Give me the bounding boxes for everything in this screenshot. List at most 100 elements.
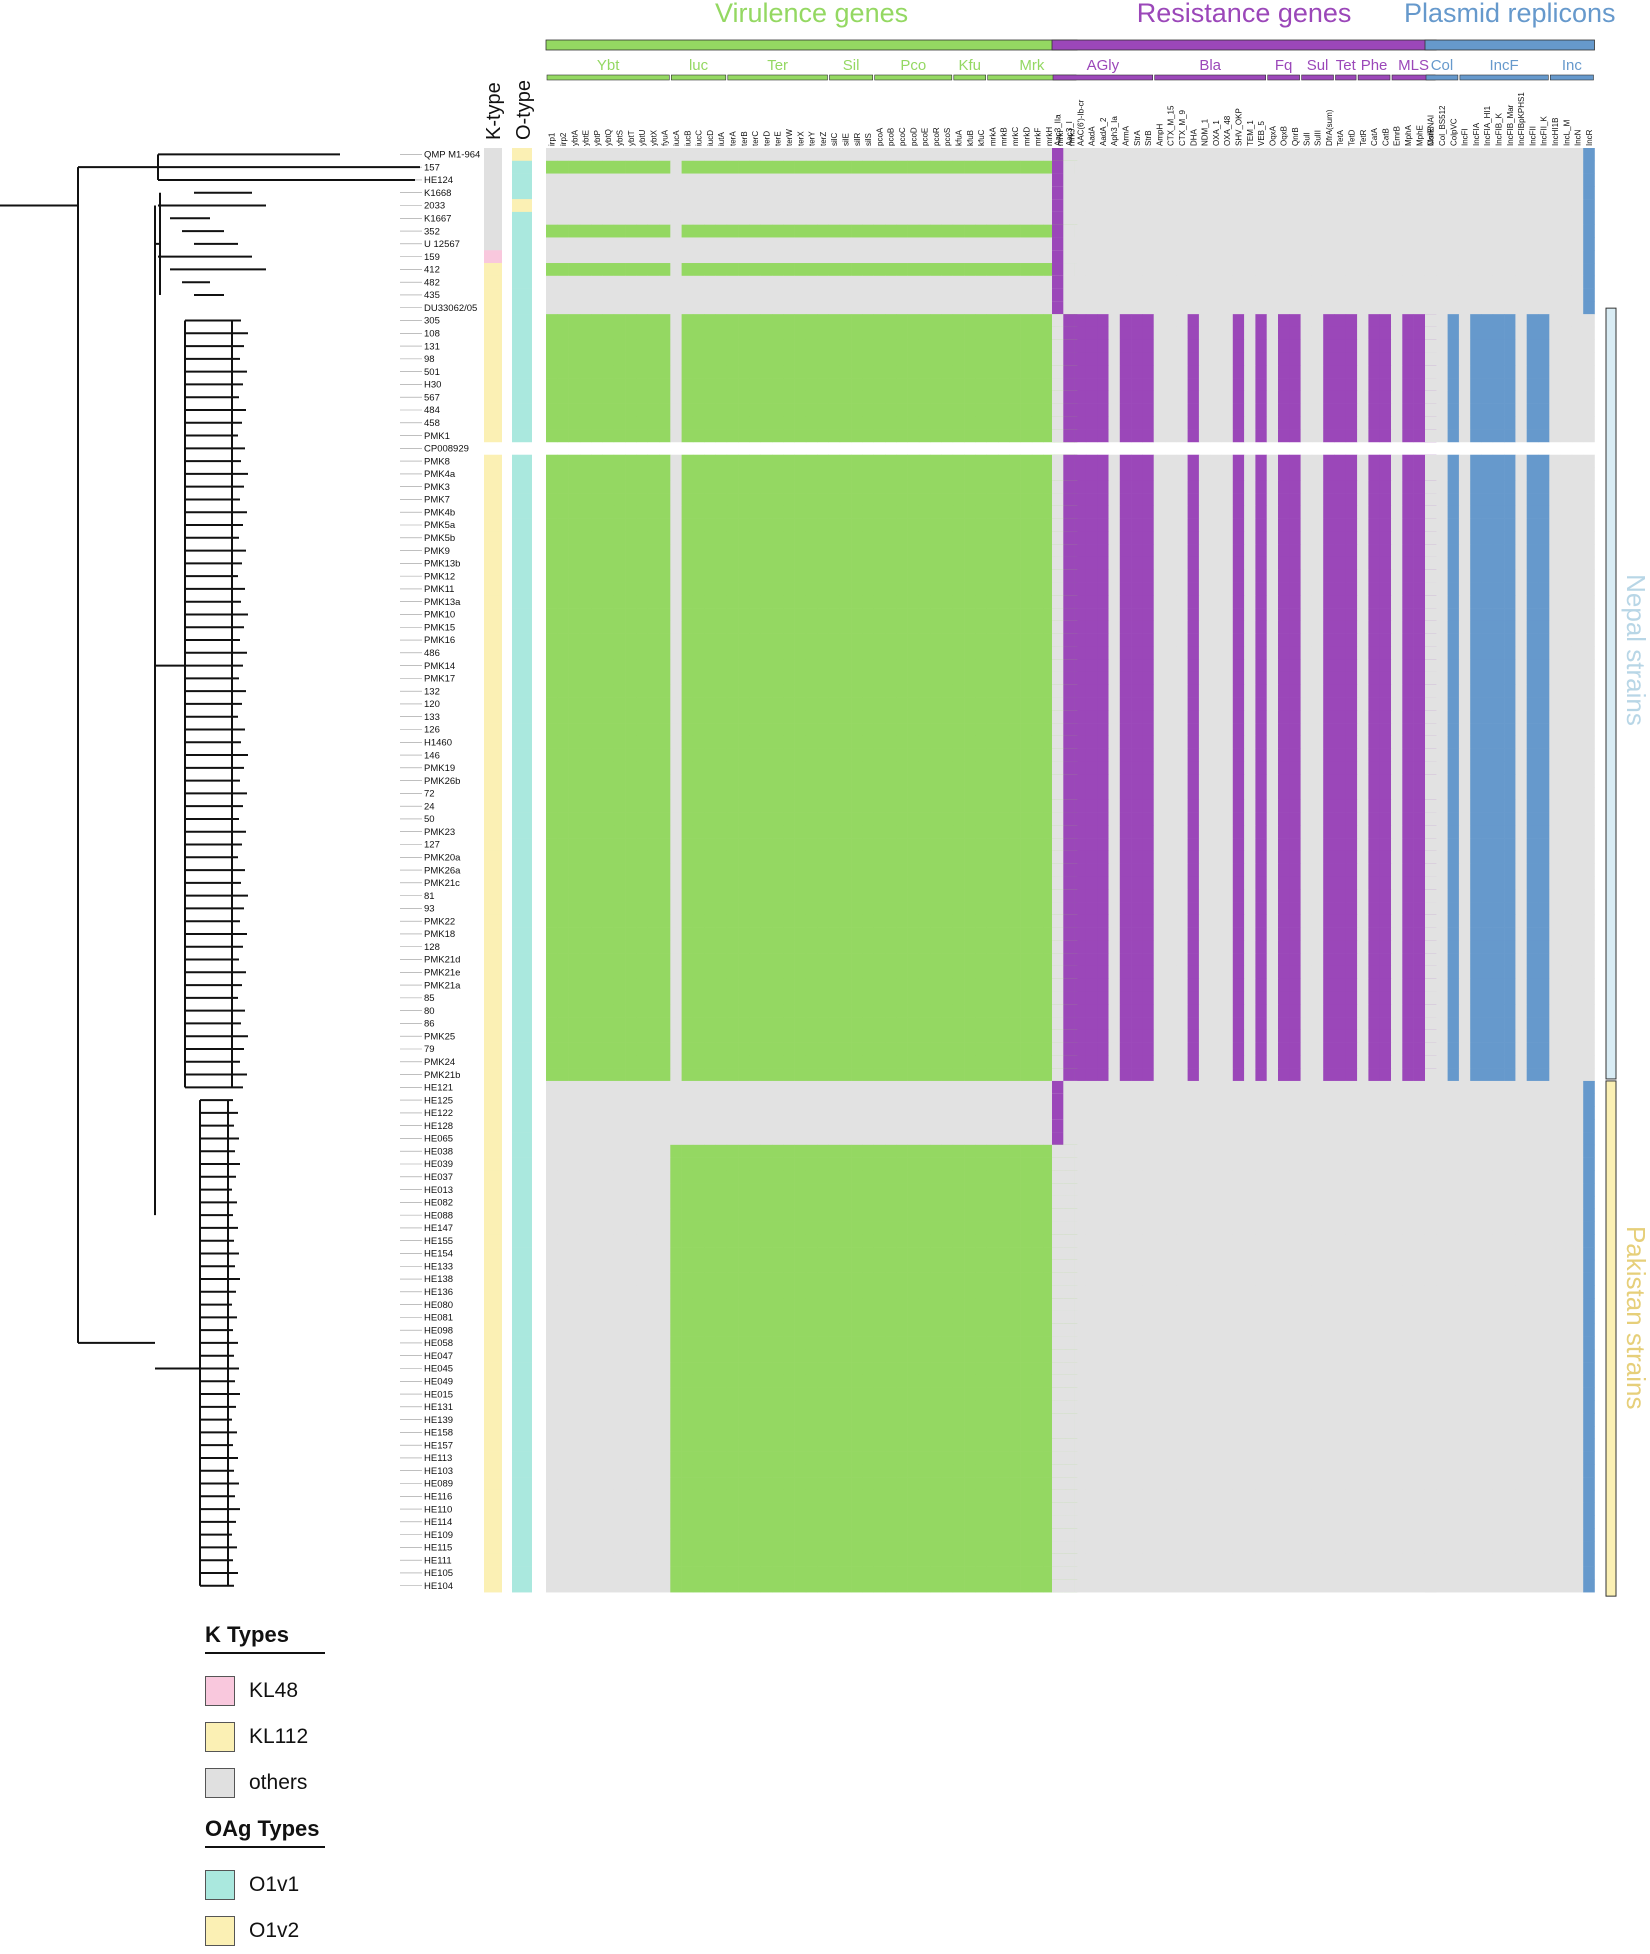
virulence-present-cell (885, 161, 897, 174)
virulence-present-cell (659, 519, 671, 532)
virulence-present-cell (569, 570, 581, 583)
strain-row (546, 416, 1595, 429)
plasmid-present-cell (1504, 544, 1516, 557)
virulence-present-cell (648, 327, 660, 340)
virulence-present-cell (862, 468, 874, 481)
absent-cell (1109, 506, 1121, 519)
absent-cell (1583, 787, 1595, 800)
virulence-present-cell (874, 493, 886, 506)
absent-cell (1561, 544, 1573, 557)
absent-cell (987, 148, 999, 161)
absent-cell (1109, 531, 1121, 544)
resistance-present-cell (1120, 493, 1132, 506)
absent-cell (1289, 225, 1301, 238)
resistance-present-cell (1346, 634, 1358, 647)
virulence-present-cell (569, 263, 581, 276)
absent-cell (1515, 749, 1527, 762)
absent-cell (1312, 416, 1324, 429)
virulence-present-cell (783, 416, 795, 429)
absent-cell (1425, 174, 1437, 187)
plasmid-present-cell (1538, 659, 1550, 672)
resistance-present-cell (1414, 480, 1426, 493)
virulence-present-cell (942, 531, 954, 544)
plasmid-present-cell (1482, 761, 1494, 774)
resistance-present-cell (1131, 468, 1143, 481)
virulence-present-cell (942, 608, 954, 621)
absent-cell (908, 174, 920, 187)
virulence-present-cell (795, 749, 807, 762)
resistance-present-cell (1380, 557, 1392, 570)
absent-cell (569, 186, 581, 199)
virulence-present-cell (614, 493, 626, 506)
resistance-present-cell (1086, 646, 1098, 659)
resistance-present-cell (1188, 455, 1200, 468)
absent-cell (1357, 787, 1369, 800)
plasmid-present-cell (1470, 455, 1482, 468)
resistance-present-cell (1120, 468, 1132, 481)
resistance-present-cell (1052, 212, 1064, 225)
resistance-present-cell (1278, 761, 1290, 774)
virulence-present-cell (919, 161, 931, 174)
virulence-present-cell (546, 519, 558, 532)
absent-cell (670, 557, 682, 570)
virulence-present-cell (840, 429, 852, 442)
virulence-present-cell (1021, 480, 1033, 493)
absent-cell (1368, 225, 1380, 238)
virulence-present-cell (851, 583, 863, 596)
virulence-present-cell (908, 761, 920, 774)
virulence-present-cell (727, 429, 739, 442)
virulence-present-cell (693, 378, 705, 391)
absent-cell (1267, 301, 1279, 314)
virulence-present-cell (829, 634, 841, 647)
plasmid-present-cell (1504, 608, 1516, 621)
virulence-present-cell (682, 634, 694, 647)
absent-cell (1301, 161, 1313, 174)
virulence-present-cell (795, 340, 807, 353)
plasmid-present-cell (1482, 416, 1494, 429)
absent-cell (1391, 570, 1403, 583)
absent-cell (1504, 174, 1516, 187)
virulence-present-cell (896, 723, 908, 736)
absent-cell (1459, 506, 1471, 519)
absent-cell (1109, 391, 1121, 404)
virulence-present-cell (862, 455, 874, 468)
virulence-present-cell (749, 749, 761, 762)
virulence-present-cell (862, 813, 874, 826)
resistance-present-cell (1278, 480, 1290, 493)
absent-cell (1154, 237, 1166, 250)
virulence-present-cell (829, 493, 841, 506)
absent-cell (1572, 327, 1584, 340)
resistance-present-cell (1402, 480, 1414, 493)
absent-cell (659, 276, 671, 289)
resistance-present-cell (1120, 583, 1132, 596)
virulence-present-cell (851, 813, 863, 826)
virulence-present-cell (908, 493, 920, 506)
absent-cell (1357, 148, 1369, 161)
absent-cell (1312, 340, 1324, 353)
absent-cell (682, 276, 694, 289)
virulence-present-cell (557, 698, 569, 711)
absent-cell (1233, 225, 1245, 238)
virulence-present-cell (557, 161, 569, 174)
absent-cell (1459, 340, 1471, 353)
absent-cell (1515, 774, 1527, 787)
virulence-present-cell (862, 621, 874, 634)
virulence-present-cell (783, 327, 795, 340)
virulence-present-cell (862, 544, 874, 557)
virulence-present-cell (987, 774, 999, 787)
absent-cell (1222, 429, 1234, 442)
strain-row (546, 761, 1595, 774)
absent-cell (1583, 468, 1595, 481)
resistance-present-cell (1233, 621, 1245, 634)
absent-cell (1154, 404, 1166, 417)
virulence-present-cell (795, 685, 807, 698)
virulence-present-cell (704, 672, 716, 685)
virulence-present-cell (874, 480, 886, 493)
virulence-present-cell (942, 519, 954, 532)
virulence-present-cell (659, 352, 671, 365)
virulence-present-cell (987, 544, 999, 557)
virulence-present-cell (693, 506, 705, 519)
virulence-present-cell (795, 161, 807, 174)
absent-cell (1176, 774, 1188, 787)
virulence-present-cell (919, 544, 931, 557)
